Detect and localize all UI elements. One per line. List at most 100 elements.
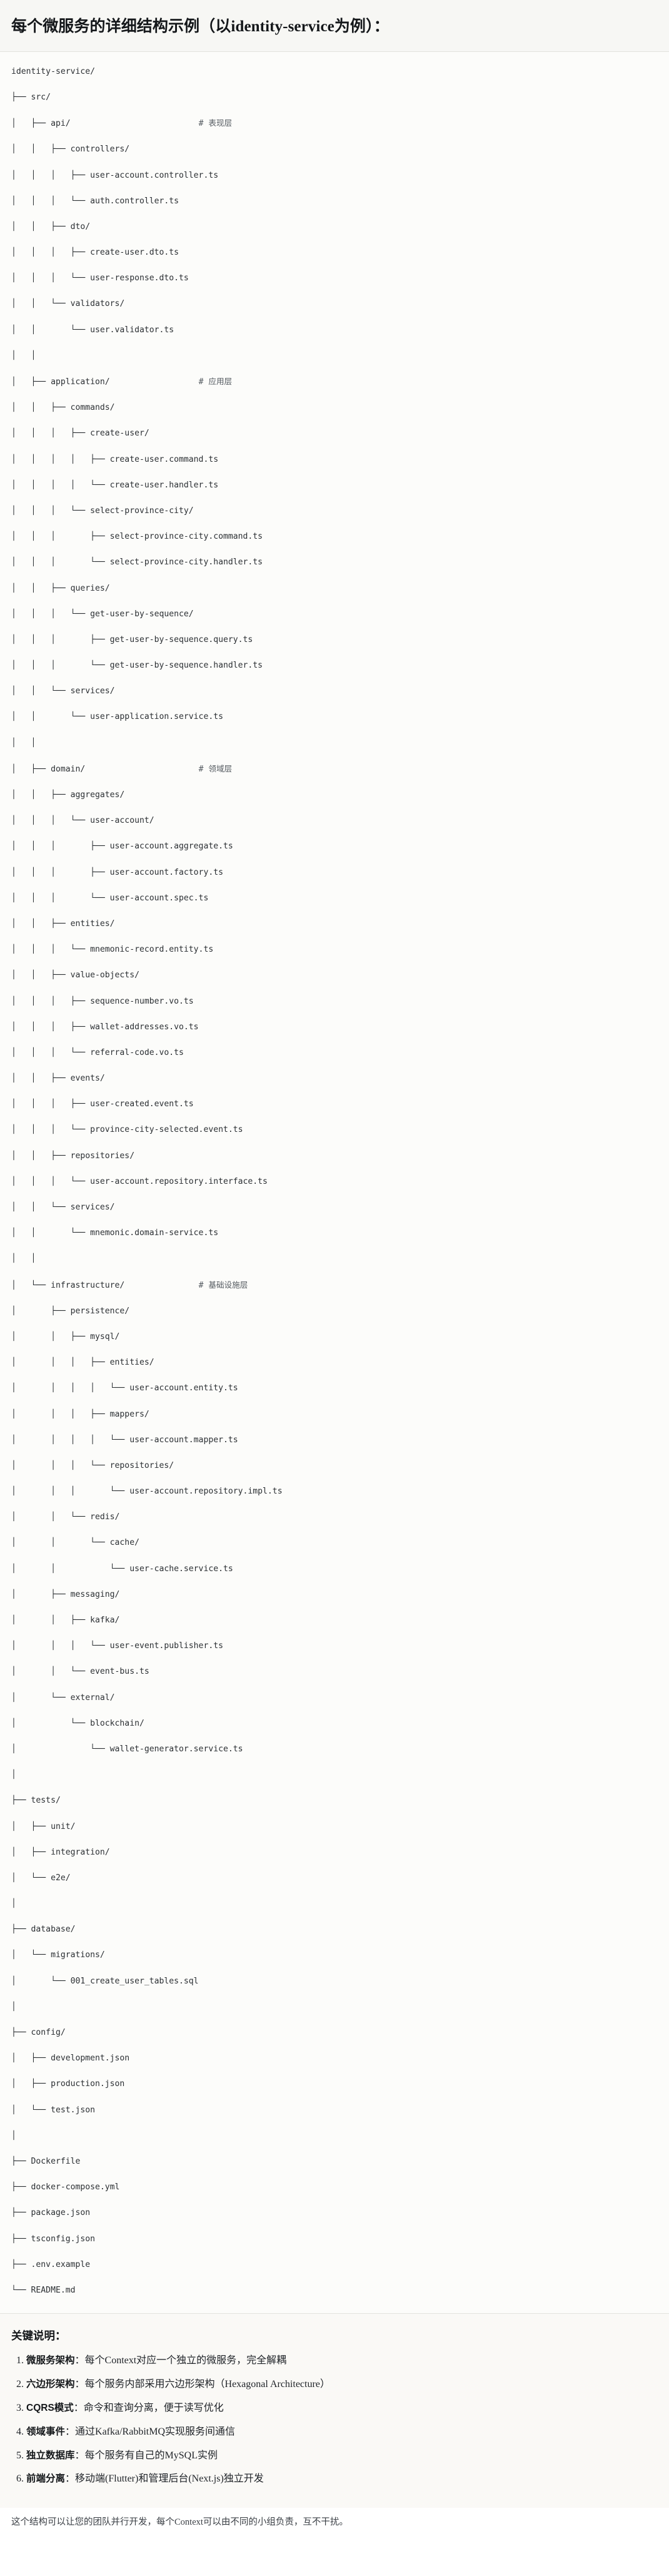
tree-line: │ └── test.json [11, 2105, 96, 2115]
key-notes-list: 微服务架构：每个Context对应一个独立的微服务，完全解耦六边形架构：每个服务… [11, 2353, 658, 2487]
tree-line: │ │ │ ├── user-created.event.ts [11, 1099, 194, 1109]
tree-line: │ ├── messaging/ [11, 1589, 120, 1599]
tree-line: ├── config/ [11, 2028, 66, 2037]
tree-line-comment-label: 基础设施层 [208, 1280, 248, 1290]
tree-line: │ │ └── user.validator.ts [11, 325, 174, 335]
tree-line: │ │ │ └── mnemonic-record.entity.ts [11, 945, 214, 955]
tree-line: │ │ │ └── user-account.repository.impl.t… [11, 1487, 283, 1497]
tree-line: │ ├── api/ # 表现层 [11, 117, 658, 131]
tree-line: ├── tests/ [11, 1796, 61, 1806]
tree-line: │ │ [11, 350, 36, 360]
tree-line: │ │ │ ├── entities/ [11, 1358, 154, 1368]
tree-line: │ ├── domain/ # 领域层 [11, 763, 658, 776]
tree-line-path: │ ├── api/ [11, 119, 199, 129]
tree-line: │ │ ├── mysql/ [11, 1331, 120, 1341]
key-note-item: 六边形架构：每个服务内部采用六边形架构（Hexagonal Architectu… [26, 2377, 658, 2393]
tree-line: │ │ └── user-application.service.ts [11, 712, 223, 722]
key-note-term: CQRS模式 [26, 2403, 74, 2414]
tree-line: │ └── migrations/ [11, 1950, 105, 1960]
tree-line: │ │ │ ├── sequence-number.vo.ts [11, 996, 194, 1006]
tree-line: │ │ │ ├── select-province-city.command.t… [11, 532, 263, 542]
tree-line: │ │ │ ├── get-user-by-sequence.query.ts [11, 634, 253, 644]
tree-line: │ │ └── cache/ [11, 1538, 139, 1548]
tree-line-comment: # 应用层 [198, 377, 233, 387]
tree-line: │ │ │ └── get-user-by-sequence/ [11, 609, 194, 619]
tree-line: │ ├── integration/ [11, 1847, 110, 1857]
tree-line: │ │ ├── entities/ [11, 919, 115, 929]
tree-line: │ │ │ ├── wallet-addresses.vo.ts [11, 1022, 199, 1032]
tree-line: │ │ └── validators/ [11, 299, 125, 309]
tree-line: │ │ │ │ └── create-user.handler.ts [11, 480, 219, 490]
tree-line: │ │ ├── events/ [11, 1074, 105, 1084]
tree-line: │ │ │ └── repositories/ [11, 1460, 174, 1470]
tree-line: ├── .env.example [11, 2259, 91, 2269]
key-note-description: ：每个服务有自己的MySQL实例 [74, 2450, 218, 2461]
key-note-item: 前端分离：移动端(Flutter)和管理后台(Next.js)独立开发 [26, 2472, 658, 2487]
tree-line: │ ├── unit/ [11, 1821, 76, 1831]
directory-tree-content: identity-service/ ├── src/ │ ├── api/ # … [11, 66, 658, 2298]
tree-line: │ │ │ │ └── user-account.entity.ts [11, 1383, 238, 1393]
tree-line: │ │ │ └── province-city-selected.event.t… [11, 1125, 243, 1135]
key-note-term: 六边形架构 [26, 2379, 75, 2390]
tree-line-comment-label: 领域层 [208, 763, 233, 773]
tree-line: identity-service/ [11, 66, 96, 76]
tree-line: │ │ ├── controllers/ [11, 145, 130, 155]
tree-line: │ │ │ └── user-account/ [11, 816, 154, 826]
key-note-item: 领域事件：通过Kafka/RabbitMQ实现服务间通信 [26, 2425, 658, 2440]
heading-band: 每个微服务的详细结构示例（以identity-service为例）： [0, 0, 669, 52]
tree-line-comment-label: 应用层 [208, 377, 233, 386]
tree-line: │ │ │ ├── mappers/ [11, 1409, 149, 1419]
tree-line: │ │ │ └── user-response.dto.ts [11, 273, 189, 283]
tree-line-comment: # 表现层 [198, 118, 233, 129]
tree-line: │ │ └── services/ [11, 686, 115, 696]
tree-line: │ │ ├── queries/ [11, 583, 110, 593]
tree-line-path: │ ├── application/ [11, 377, 199, 387]
tree-line: │ │ │ └── user-account.spec.ts [11, 893, 209, 903]
tree-line: │ │ ├── repositories/ [11, 1151, 135, 1161]
tree-line: ├── database/ [11, 1925, 76, 1935]
tree-line: │ │ [11, 1254, 36, 1264]
tree-line-comment: # 基础设施层 [198, 1280, 248, 1290]
key-note-item: CQRS模式：命令和查询分离，便于读写优化 [26, 2401, 658, 2416]
key-note-description: ：每个服务内部采用六边形架构（Hexagonal Architecture） [74, 2379, 330, 2390]
directory-tree-code-block: identity-service/ ├── src/ │ ├── api/ # … [0, 51, 669, 2314]
tree-line: │ │ └── mnemonic.domain-service.ts [11, 1228, 219, 1238]
tree-line: │ │ ├── aggregates/ [11, 790, 125, 800]
tree-line: │ │ │ │ ├── create-user.command.ts [11, 454, 219, 464]
tree-line: ├── package.json [11, 2208, 91, 2218]
tree-line: │ │ │ └── user-event.publisher.ts [11, 1641, 223, 1651]
tree-line: │ └── blockchain/ [11, 1718, 144, 1728]
tree-line: │ └── infrastructure/ # 基础设施层 [11, 1279, 658, 1293]
tree-line: │ │ └── user-cache.service.ts [11, 1564, 233, 1574]
key-note-item: 微服务架构：每个Context对应一个独立的微服务，完全解耦 [26, 2353, 658, 2369]
tree-line: │ │ ├── dto/ [11, 221, 91, 232]
page-title: 每个微服务的详细结构示例（以identity-service为例）： [11, 18, 390, 35]
tree-line-comment: # 领域层 [198, 763, 233, 774]
tree-line: │ │ └── services/ [11, 1203, 115, 1212]
tree-line: │ │ │ └── auth.controller.ts [11, 196, 179, 206]
tree-line: │ │ ├── value-objects/ [11, 970, 139, 980]
tree-line: ├── Dockerfile [11, 2156, 81, 2166]
tree-line: │ ├── production.json [11, 2079, 125, 2089]
tree-line: │ [11, 1899, 16, 1909]
tree-line: └── README.md [11, 2285, 76, 2295]
key-note-description: ：移动端(Flutter)和管理后台(Next.js)独立开发 [65, 2473, 264, 2485]
tree-line: │ │ └── redis/ [11, 1512, 120, 1522]
tree-line: │ │ ├── commands/ [11, 403, 115, 413]
closing-band: 这个结构可以让您的团队并行开发，每个Context可以由不同的小组负责，互不干扰… [0, 2508, 669, 2542]
key-note-description: ：每个Context对应一个独立的微服务，完全解耦 [74, 2355, 287, 2366]
tree-line: │ │ │ ├── user-account.controller.ts [11, 170, 219, 180]
key-notes-band: 关键说明： 微服务架构：每个Context对应一个独立的微服务，完全解耦六边形架… [0, 2314, 669, 2508]
tree-line: │ └── wallet-generator.service.ts [11, 1744, 243, 1754]
key-note-term: 独立数据库 [26, 2450, 75, 2461]
tree-line: │ └── external/ [11, 1693, 115, 1703]
tree-line: │ [11, 2131, 16, 2141]
tree-line: │ │ │ │ └── user-account.mapper.ts [11, 1435, 238, 1445]
tree-line: │ │ │ ├── user-account.factory.ts [11, 867, 223, 877]
tree-line: │ │ │ └── referral-code.vo.ts [11, 1047, 184, 1057]
tree-line: │ └── 001_create_user_tables.sql [11, 1976, 199, 1986]
tree-line: │ ├── application/ # 应用层 [11, 375, 658, 389]
key-note-term: 微服务架构 [26, 2355, 75, 2366]
tree-line: │ └── e2e/ [11, 1873, 71, 1883]
